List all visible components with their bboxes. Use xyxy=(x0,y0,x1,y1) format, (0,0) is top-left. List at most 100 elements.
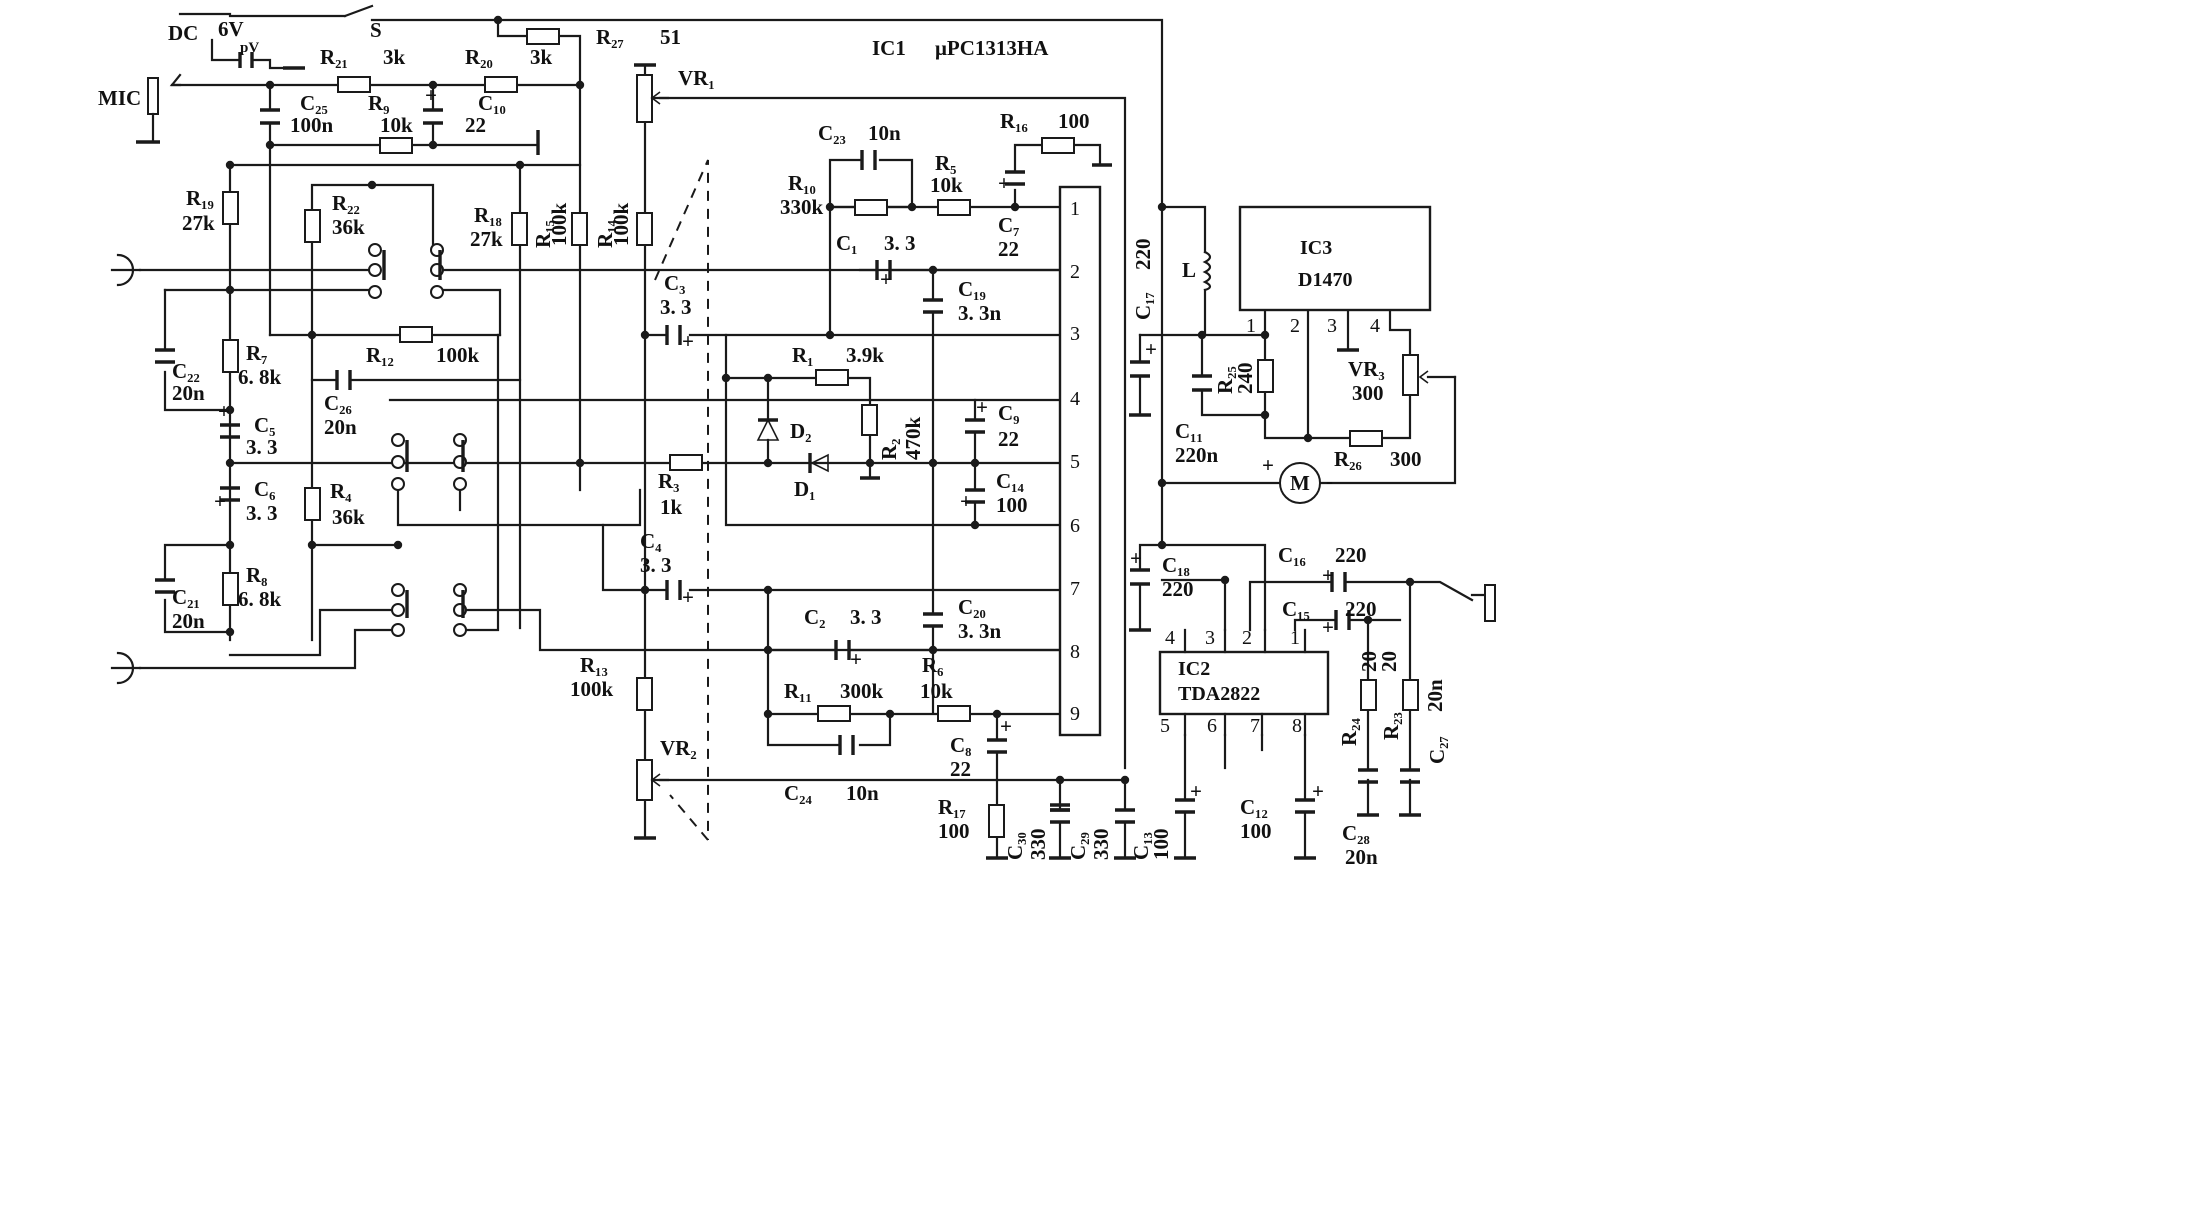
label-c7-name: C₇ xyxy=(998,213,1019,237)
label-r16-value: 100 xyxy=(1058,109,1090,133)
junction-20 xyxy=(1010,202,1020,212)
label-c10-name: C₁₀ xyxy=(478,91,506,115)
label-r1-name: R₁ xyxy=(792,343,813,367)
junction-dots xyxy=(225,15,1415,785)
ic3-pin-3: 3 xyxy=(1327,315,1337,337)
resistor-r13 xyxy=(636,677,653,711)
ic1-pin-2: 2 xyxy=(1070,261,1080,283)
label-c18-value: 220 xyxy=(1162,577,1194,601)
label-c25-value: 100n xyxy=(290,113,334,137)
label-vr1-name: VR₁ xyxy=(678,66,715,90)
resistor-r6 xyxy=(937,705,971,722)
junction-44 xyxy=(1303,433,1313,443)
capacitor-c19 xyxy=(923,298,943,314)
label-c17-name: C₁₇ xyxy=(1131,292,1155,320)
label-r21-name: R₂₁ xyxy=(320,45,348,69)
ic1-body xyxy=(1058,185,1102,737)
diode-d1 xyxy=(810,453,829,473)
label-c6-value: 3. 3 xyxy=(246,501,278,525)
switch-contact-2 xyxy=(368,285,382,299)
label-r17-name: R₁₇ xyxy=(938,795,966,819)
label-c29-value: 330 xyxy=(1089,829,1113,861)
junction-29 xyxy=(970,520,980,530)
label-c30-value: 330 xyxy=(1026,829,1050,861)
junction-37 xyxy=(1120,775,1130,785)
label-c27-name: C₂₇ xyxy=(1425,736,1449,764)
label-r13-value: 100k xyxy=(570,677,614,701)
label-r11-value: 300k xyxy=(840,679,884,703)
label-c5-value: 3. 3 xyxy=(246,435,278,459)
potentiometer-vr3 xyxy=(1402,354,1419,396)
capacitor-c24 xyxy=(838,735,855,755)
junction-16 xyxy=(640,330,650,340)
label-r12-name: R₁₂ xyxy=(366,343,394,367)
gang-coupling-line-lower xyxy=(669,794,709,841)
junction-39 xyxy=(1157,478,1167,488)
label-r7-value: 6. 8k xyxy=(238,365,282,389)
resistor-r8 xyxy=(222,572,239,606)
label-c30-name: C₃₀ xyxy=(1003,832,1027,860)
polarity-plus-1: + xyxy=(998,171,1010,195)
ic1-pin-1: 1 xyxy=(1070,198,1080,220)
label-r19-name: R₁₉ xyxy=(186,186,214,210)
resistor-r18 xyxy=(511,212,528,246)
junction-41 xyxy=(1197,330,1207,340)
label-r14-value: 100k xyxy=(609,203,633,247)
label-c21-value: 20n xyxy=(172,609,205,633)
motor-minus: - xyxy=(1326,469,1333,493)
junction-34 xyxy=(992,709,1002,719)
junction-21 xyxy=(928,265,938,275)
resistor-r17 xyxy=(988,804,1005,838)
junction-49 xyxy=(307,540,317,550)
resistor-r14 xyxy=(636,212,653,246)
junction-32 xyxy=(928,645,938,655)
polarity-plus-11: + xyxy=(1145,337,1157,361)
circuit-diagram: IC1 μPC1313HA DC 6V pV S MIC L M + - IC3… xyxy=(98,4,1496,868)
label-r15-name: R₁₅ xyxy=(531,220,555,248)
motor-label: M xyxy=(1290,471,1310,495)
junction-43 xyxy=(1260,410,1270,420)
junction-36 xyxy=(1055,775,1065,785)
resistor-r25 xyxy=(1257,359,1274,393)
junction-19 xyxy=(907,202,917,212)
junction-40 xyxy=(1157,540,1167,550)
label-r25-name: R₂₅ xyxy=(1213,366,1237,394)
label-r19-value: 27k xyxy=(182,211,215,235)
label-r1-value: 3.9k xyxy=(846,343,884,367)
junction-28 xyxy=(970,458,980,468)
label-c23-name: C₂₃ xyxy=(818,121,846,145)
junction-30 xyxy=(763,585,773,595)
ic1-pin-7: 7 xyxy=(1070,578,1080,600)
capacitor-c3 xyxy=(665,325,682,345)
ic1-pin-6: 6 xyxy=(1070,515,1080,537)
resistor-r3 xyxy=(669,454,703,471)
junction-46 xyxy=(1405,577,1415,587)
diode-d2 xyxy=(756,418,780,441)
ic3-part: D1470 xyxy=(1298,269,1352,291)
switch-contact-8 xyxy=(391,477,405,491)
switch-contact-17 xyxy=(453,623,467,637)
label-c4-name: C₄ xyxy=(640,529,662,553)
label-c4-value: 3. 3 xyxy=(640,553,672,577)
ic2-body xyxy=(1158,650,1330,716)
motor-m xyxy=(1279,462,1321,504)
label-r24-value: 20 xyxy=(1357,651,1381,672)
label-c28-name: C₂₈ xyxy=(1342,821,1370,845)
label-r5-name: R₅ xyxy=(935,151,956,175)
label-c24-name: C₂₄ xyxy=(784,781,812,805)
polarity-plus-16: + xyxy=(1312,779,1324,803)
label-c3-name: C₃ xyxy=(664,271,685,295)
capacitor-c16 xyxy=(1330,572,1347,592)
junction-26 xyxy=(865,458,875,468)
label-r4-name: R₄ xyxy=(330,479,352,503)
junction-14 xyxy=(225,540,235,550)
resistor-r24 xyxy=(1360,679,1377,711)
label-r8-value: 6. 8k xyxy=(238,587,282,611)
label-r20-name: R₂₀ xyxy=(465,45,493,69)
pot-wipers xyxy=(650,91,1429,787)
ic1-part: μPC1313HA xyxy=(935,36,1049,60)
label-c9-value: 22 xyxy=(998,427,1019,451)
capacitor-c14 xyxy=(965,488,985,504)
switch-contact-13 xyxy=(391,603,405,617)
